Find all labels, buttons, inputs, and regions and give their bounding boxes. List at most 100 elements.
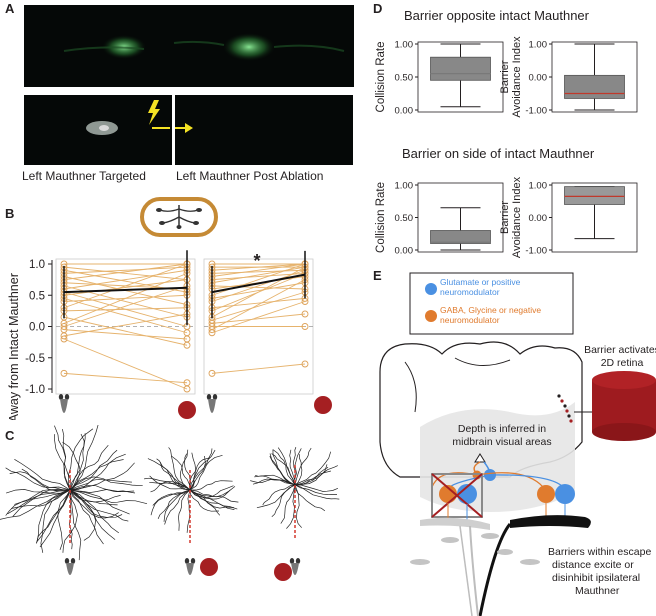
d-title-top: Barrier opposite intact Mauthner [404,8,589,23]
panel-c-svg [0,425,340,581]
depth-label-2: midbrain visual areas [452,436,551,448]
ytick-label: 0.50 [395,213,414,224]
pi-series-line [211,313,306,324]
panel-c-label: C [5,428,15,443]
pi-series-line [211,291,306,321]
d-title-bottom: Barrier on side of intact Mauthner [402,146,595,161]
panel-e-svg: Glutamate or positive neuromodulator GAB… [379,272,656,616]
ytick-label: 0.00 [529,73,548,84]
mauthner-cells [410,515,591,616]
collision-ylabel: Collision Rate [375,182,387,253]
panel-b-label: B [5,206,15,221]
pi-series-line [63,285,188,327]
bai-ylabel-2: Avoidance Index [511,176,523,258]
legend-blue-2: neuromodulator [440,287,500,297]
pi-point-before [60,369,68,377]
panel-d-label: D [373,1,383,16]
significance-star: * [253,251,260,271]
pi-point-before [60,335,68,343]
pi-series-line [211,279,306,331]
escape-label-3: disinhibit ipsilateral [552,572,640,584]
pi-plot-right [203,250,314,395]
pi-point-before [60,332,68,340]
escape-label-4: Mauthner [575,585,620,597]
dish-schematic [140,197,218,237]
pi-series-line [211,282,306,299]
ytick-label: 0.00 [395,106,414,117]
legend-orange-2: neuromodulator [440,315,500,325]
pi-point-before [208,329,216,337]
barrier-icon [314,396,332,414]
pi-series-line [63,307,188,312]
barrier-label-2: 2D retina [601,357,644,369]
iqr-box [430,56,491,81]
pi-series-line [211,263,306,271]
trajectory-tree [250,446,340,540]
trajectory-tree [0,425,148,561]
pi-series-line [211,269,306,274]
barrier-icon [178,401,196,419]
pi-series-line [211,363,306,374]
bai-ylabel-1: Barrier [499,201,511,234]
pi-series-line [63,372,188,384]
bai-ylabel-1: Barrier [499,60,511,93]
pi-point-before [208,369,216,377]
pi-series-line [63,266,188,281]
ytick-label: 0.0 [29,322,45,334]
ytick-label: 0.00 [529,213,548,224]
pi-series-line [63,329,188,340]
panel-b-ylabel: PI Away from Intact Mauthner [7,273,21,420]
pi-series-line [211,263,306,277]
collision-ylabel: Collision Rate [375,42,387,113]
ytick-label: -1.0 [25,384,45,396]
legend-box [409,272,574,335]
escape-label-1: Barriers within escape [548,546,651,558]
pi-point-after [301,323,309,330]
escape-label-2: distance excite or [552,559,634,571]
trajectory-tree [144,447,239,545]
pi-series-line [63,297,188,334]
pi-series-line [63,269,188,290]
pi-point-before [60,323,68,330]
fish-icon [289,558,301,575]
arrow-head-icon [185,123,193,133]
fish-icon [64,558,76,575]
bai-ylabel-2: Avoidance Index [511,36,523,118]
fish-icon [58,394,70,413]
pi-series-line [211,266,306,318]
iqr-box [564,186,625,205]
barrier-icon [200,558,218,576]
pi-series-line [211,301,306,334]
post-ablation-image [175,95,353,165]
pi-series-line [211,285,306,290]
legend-orange-1: GABA, Glycine or negative [440,305,541,315]
pi-series-line [211,266,306,284]
mauthner-targeted-image [24,95,172,165]
caption-post-ablation: Left Mauthner Post Ablation [176,169,324,183]
mauthner-overview-image [24,5,354,87]
ytick-label: -0.5 [25,353,45,365]
ytick-label: 1.00 [529,181,548,192]
caption-targeted: Left Mauthner Targeted [22,169,146,183]
mean-line [211,273,306,294]
ytick-label: 1.00 [395,181,414,192]
ytick-label: 0.50 [395,73,414,84]
fish-icon [206,394,218,413]
pi-point-after [183,335,191,343]
ablated-box [431,473,483,518]
iqr-box [430,230,491,244]
orange-dot-icon [425,310,437,322]
pi-series-line [63,266,188,274]
pi-point-after [183,379,191,387]
ytick-label: -1.00 [525,246,547,257]
ytick-label: 0.00 [395,246,414,257]
ytick-label: 1.0 [29,259,45,271]
depth-label-1: Depth is inferred in [458,423,546,435]
pi-series-line [63,263,188,309]
panel-a-label: A [5,1,15,16]
pi-series-line [63,279,188,296]
